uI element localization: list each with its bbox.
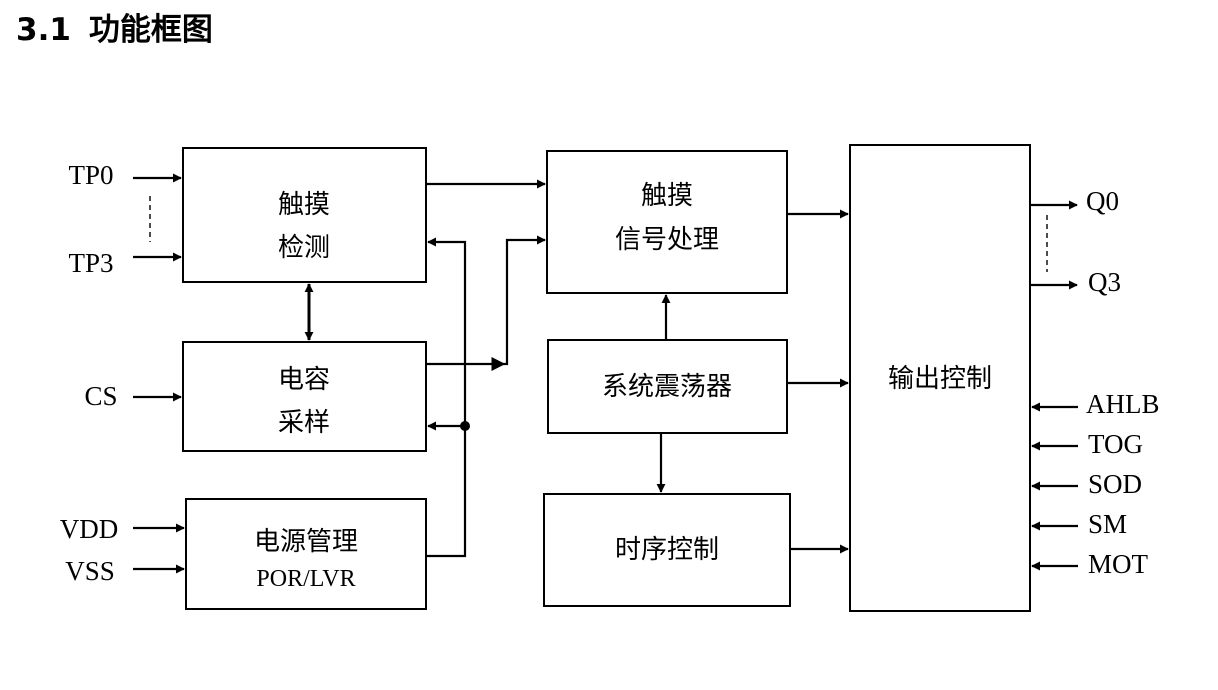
pin-tp0-label: TP0 — [68, 160, 113, 190]
junction-dot — [460, 421, 470, 431]
section-number: 3.1 — [16, 12, 71, 48]
touch-signal-label-1: 触摸 — [641, 181, 693, 211]
power-mgmt-label-2: POR/LVR — [256, 566, 355, 592]
output-ctrl-label: 输出控制 — [888, 364, 992, 394]
touch-signal-block — [546, 150, 788, 294]
pin-q0-label: Q0 — [1086, 186, 1119, 216]
touch-detect-label-2: 检测 — [278, 233, 330, 263]
timing-ctrl-label: 时序控制 — [615, 535, 719, 565]
section-heading: 3.1 功能框图 — [16, 10, 213, 50]
cap-sample-label-1: 电容 — [278, 365, 330, 395]
touch-detect-label-1: 触摸 — [278, 190, 330, 220]
pin-sm-label: SM — [1088, 509, 1127, 539]
pin-tog-label: TOG — [1088, 429, 1143, 459]
pin-vdd-label: VDD — [60, 514, 119, 544]
pin-vss-label: VSS — [65, 556, 115, 586]
oscillator-label: 系统震荡器 — [602, 372, 732, 402]
pin-cs-label: CS — [84, 381, 117, 411]
power-mgmt-label-1: 电源管理 — [254, 527, 358, 557]
sample-to-signal-arrow — [426, 235, 546, 366]
pin-sod-label: SOD — [1088, 469, 1142, 499]
pin-q3-label: Q3 — [1088, 267, 1121, 297]
cap-sample-label-2: 采样 — [278, 408, 330, 438]
section-title: 功能框图 — [88, 12, 213, 48]
pin-mot-label: MOT — [1088, 549, 1149, 579]
touch-detect-block — [182, 147, 427, 283]
oscillator-block — [547, 339, 788, 434]
power-mgmt-block — [185, 498, 427, 610]
pin-tp3-label: TP3 — [68, 248, 113, 278]
output-ctrl-block — [849, 144, 1031, 612]
pin-ahlb-label: AHLB — [1086, 389, 1160, 419]
cap-sample-block — [182, 341, 427, 452]
touch-signal-label-2: 信号处理 — [615, 225, 719, 255]
power-to-detect-line — [426, 237, 467, 558]
